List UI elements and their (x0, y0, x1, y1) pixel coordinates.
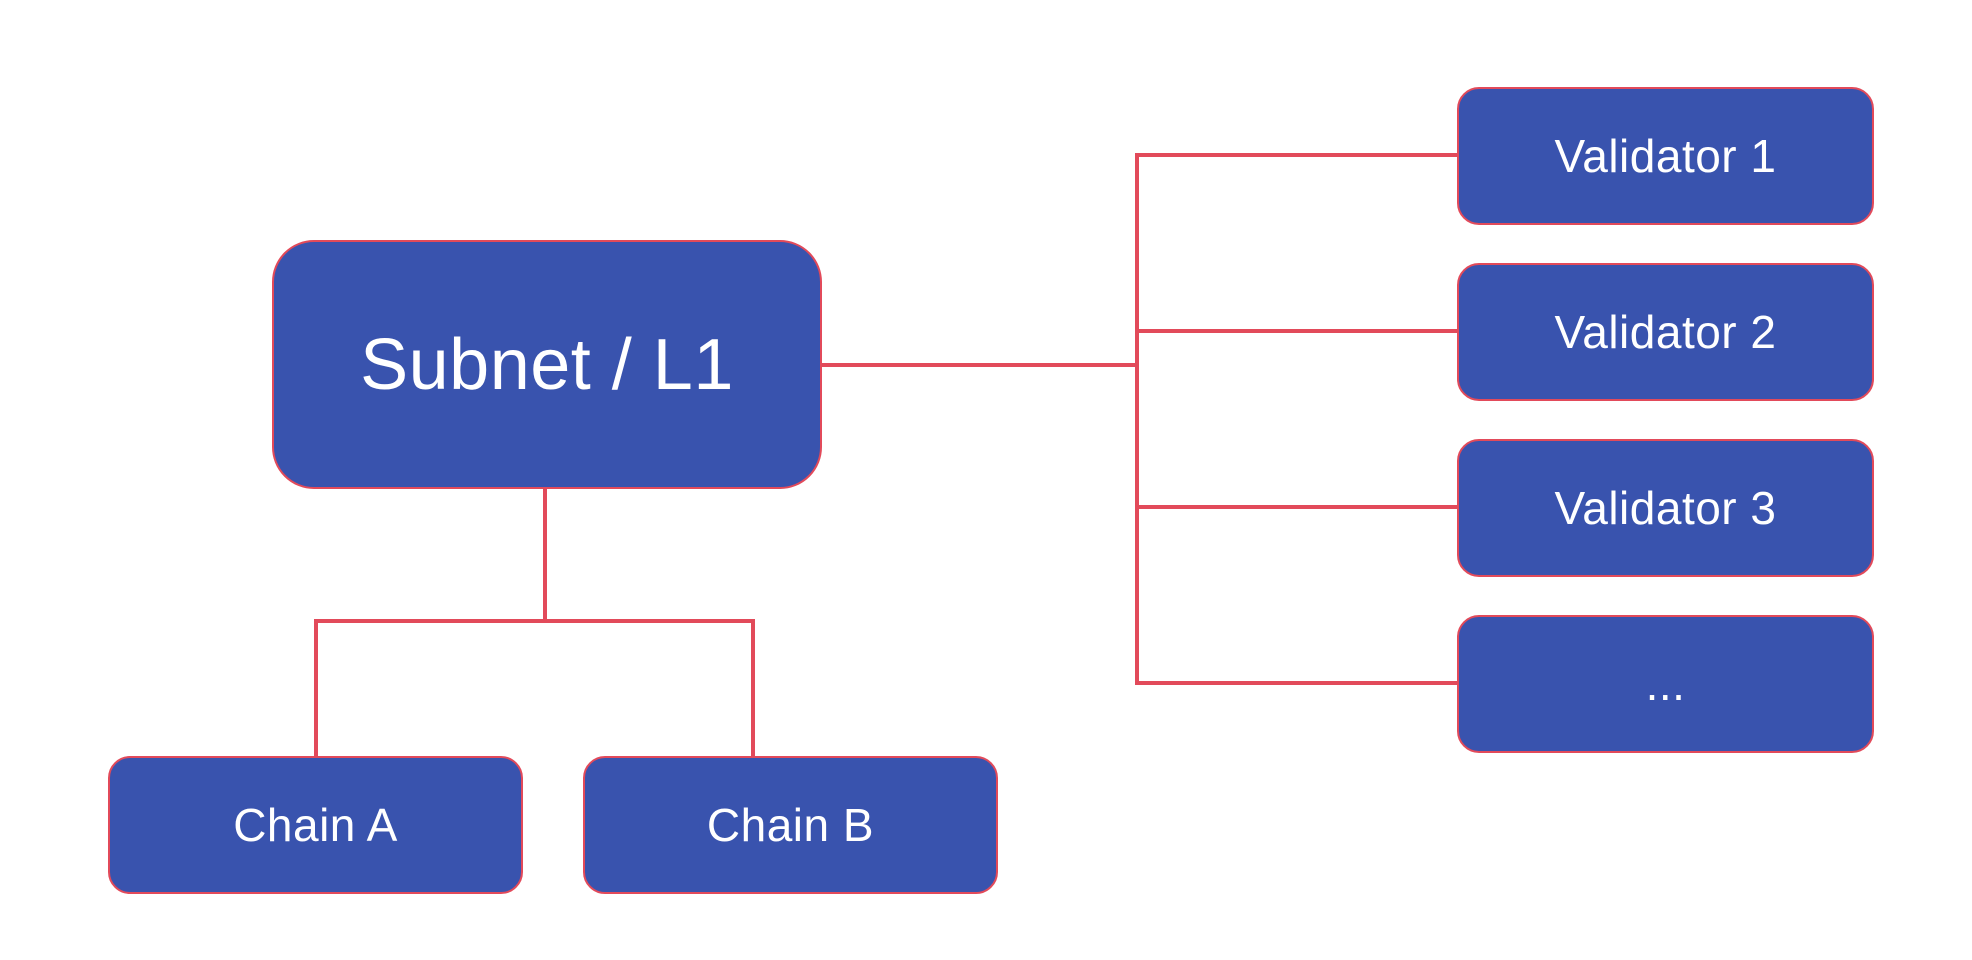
validator-more-node: ... (1457, 615, 1874, 753)
validator-2-label: Validator 2 (1554, 306, 1777, 358)
validator-3-node: Validator 3 (1457, 439, 1874, 577)
chain-b-node: Chain B (583, 756, 998, 894)
validator-2-node: Validator 2 (1457, 263, 1874, 401)
validator-1-label: Validator 1 (1554, 130, 1777, 182)
validator-1-node: Validator 1 (1457, 87, 1874, 225)
subnet-l1-node: Subnet / L1 (272, 240, 822, 489)
chain-a-label: Chain A (233, 799, 398, 851)
chain-a-node: Chain A (108, 756, 523, 894)
validator-3-label: Validator 3 (1554, 482, 1777, 534)
chain-b-label: Chain B (706, 799, 875, 851)
subnet-l1-label: Subnet / L1 (360, 324, 734, 405)
validator-more-label: ... (1645, 658, 1686, 710)
